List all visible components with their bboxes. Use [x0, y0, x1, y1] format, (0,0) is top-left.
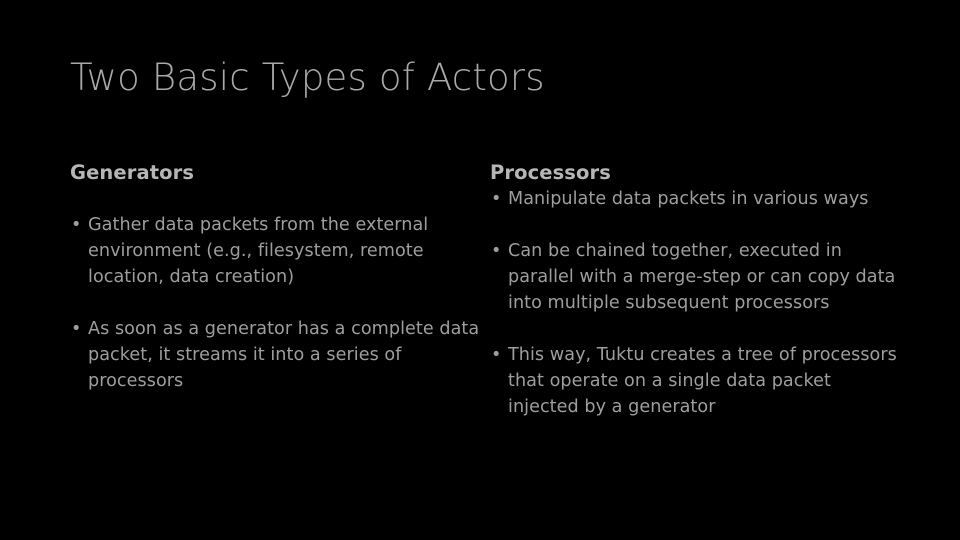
bullet-list-generators: • Gather data packets from the external … [70, 212, 482, 394]
list-item: • Gather data packets from the external … [70, 212, 482, 290]
bullet-point-icon: • [71, 319, 82, 339]
list-item-text: Can be chained together, executed in par… [508, 241, 896, 313]
list-item: • Can be chained together, executed in p… [490, 238, 898, 316]
list-item: • Manipulate data packets in various way… [490, 186, 898, 212]
column-processors: Processors • Manipulate data packets in … [490, 160, 898, 420]
list-item: • This way, Tuktu creates a tree of proc… [490, 342, 898, 420]
list-item-text: As soon as a generator has a complete da… [88, 319, 480, 391]
bullet-point-icon: • [491, 241, 502, 261]
column-heading-processors: Processors [490, 161, 611, 184]
page-title: Two Basic Types of Actors [70, 56, 545, 99]
bullet-point-icon: • [491, 345, 502, 365]
list-item-text: This way, Tuktu creates a tree of proces… [508, 345, 897, 417]
bullet-point-icon: • [71, 215, 82, 235]
column-heading-generators: Generators [70, 161, 195, 184]
list-item-text: Manipulate data packets in various ways [508, 189, 869, 209]
list-item: • As soon as a generator has a complete … [70, 316, 482, 394]
heading-spacer [70, 186, 482, 212]
bullet-list-processors: • Manipulate data packets in various way… [490, 186, 898, 420]
column-generators: Generators • Gather data packets from th… [70, 160, 482, 394]
bullet-point-icon: • [491, 189, 502, 209]
list-item-text: Gather data packets from the external en… [88, 215, 429, 287]
